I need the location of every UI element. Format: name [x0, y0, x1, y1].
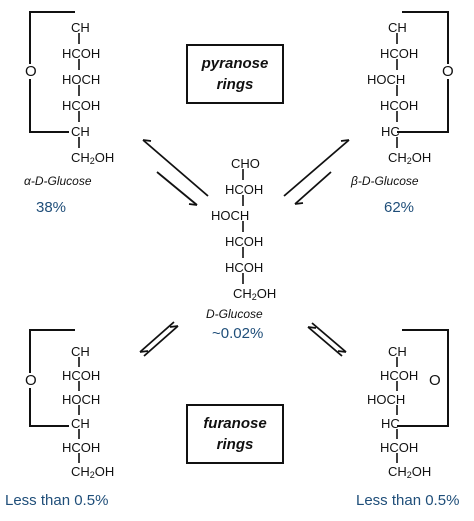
formula-group: HOCH — [367, 392, 406, 407]
formula-group: HCOH — [62, 440, 101, 455]
pyranose-rings-box: pyranose rings — [186, 44, 284, 104]
beta-pyranose-percent: 62% — [384, 199, 415, 216]
beta-furanose-ring-oxygen: O — [428, 372, 442, 389]
formula-group: HCOH — [380, 98, 419, 113]
formula-group: CH — [71, 124, 90, 139]
formula-group: HCOH — [380, 440, 419, 455]
formula-group: CH2OH — [233, 286, 277, 302]
formula-group: CH2OH — [388, 150, 432, 166]
formula-group: HC — [381, 416, 400, 431]
beta-furanose-ring-bracket — [397, 329, 449, 427]
equilibrium-arrow-lower-right — [307, 322, 347, 357]
equilibrium-arrow-upper-left — [142, 139, 209, 206]
alpha-pyranose-percent: 38% — [36, 199, 67, 216]
equilibrium-arrow-lower-left — [139, 321, 179, 357]
formula-group: CH2OH — [388, 464, 432, 480]
formula-group: HCOH — [225, 234, 264, 249]
formula-group: CH2OH — [71, 464, 115, 480]
pyranose-box-line2: rings — [216, 76, 254, 93]
alpha-pyranose-label: α-D-Glucose — [24, 174, 92, 188]
beta-pyranose-ring-oxygen: O — [441, 63, 455, 80]
alpha-furanose-percent: Less than 0.5% — [5, 492, 109, 509]
furanose-rings-box: furanose rings — [186, 404, 284, 464]
formula-group: HOCH — [367, 72, 406, 87]
formula-group: CH — [388, 20, 407, 35]
formula-group: CH — [388, 344, 407, 359]
equilibrium-arrow-upper-right — [283, 139, 350, 205]
beta-furanose-percent: Less than 0.5% — [356, 492, 460, 509]
formula-group: HOCH — [62, 392, 101, 407]
pyranose-box-line1: pyranose — [201, 55, 269, 72]
alpha-furanose-ring-oxygen: O — [24, 372, 38, 389]
formula-group: CH — [71, 344, 90, 359]
formula-group: HCOH — [225, 182, 264, 197]
formula-group: HCOH — [62, 368, 101, 383]
formula-group: HOCH — [62, 72, 101, 87]
formula-group: HCOH — [380, 368, 419, 383]
furanose-box-line2: rings — [216, 436, 254, 453]
d-glucose-percent: ~0.02% — [212, 325, 264, 342]
formula-group: HCOH — [62, 46, 101, 61]
furanose-box-line1: furanose — [203, 415, 267, 432]
d-glucose-label: D-Glucose — [206, 307, 263, 321]
beta-pyranose-label: β-D-Glucose — [351, 174, 419, 188]
formula-group: HCOH — [380, 46, 419, 61]
formula-group: CH — [71, 20, 90, 35]
formula-group: HCOH — [225, 260, 264, 275]
formula-group: HC — [381, 124, 400, 139]
formula-group: CHO — [231, 156, 260, 171]
formula-group: CH — [71, 416, 90, 431]
formula-group: HCOH — [62, 98, 101, 113]
formula-group: HOCH — [211, 208, 250, 223]
formula-group: CH2OH — [71, 150, 115, 166]
alpha-pyranose-ring-oxygen: O — [24, 63, 38, 80]
